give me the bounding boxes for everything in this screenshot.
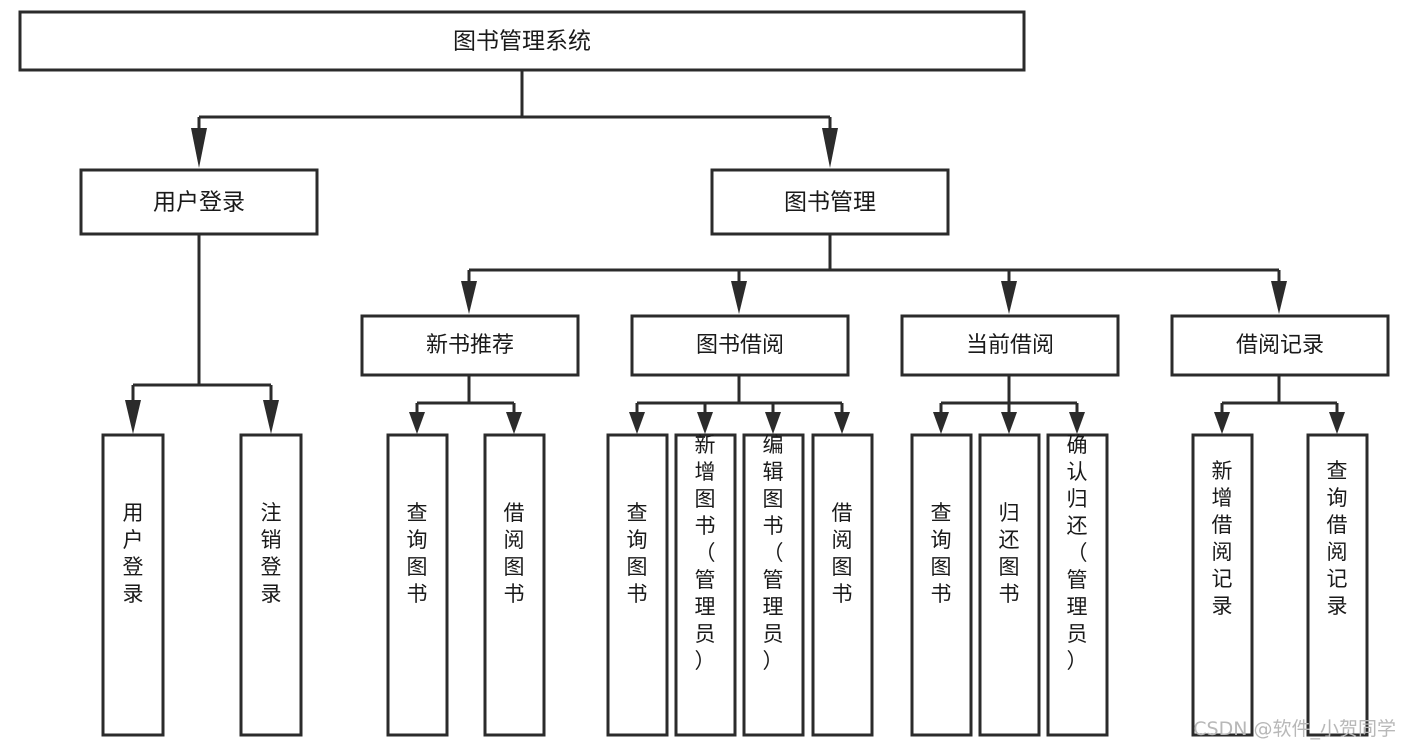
node-leaf-query-borrow-record[interactable]: 查询借阅记录 — [1306, 433, 1369, 737]
node-leaf-query-book-3[interactable]: 查询图书 — [910, 433, 973, 737]
node-new-book-recommend[interactable]: 新书推荐 — [360, 314, 580, 377]
node-leaf-borrow-book-1-label: 借阅图书 — [504, 501, 525, 606]
node-root-system[interactable]: 图书管理系统 — [18, 10, 1026, 72]
node-borrow-record[interactable]: 借阅记录 — [1170, 314, 1390, 377]
node-leaf-borrow-book-2[interactable]: 借阅图书 — [811, 433, 874, 737]
node-current-borrow[interactable]: 当前借阅 — [900, 314, 1120, 377]
node-leaf-return-book-label: 归还图书 — [999, 501, 1020, 606]
node-leaf-query-book-3-label: 查询图书 — [931, 501, 952, 606]
node-book-borrow[interactable]: 图书借阅 — [630, 314, 850, 377]
csdn-watermark: CSDN @软件_小贺同学 — [1193, 718, 1396, 740]
node-leaf-query-book-2[interactable]: 查询图书 — [606, 433, 669, 737]
node-leaf-logout[interactable]: 注销登录 — [239, 433, 303, 737]
node-leaf-query-borrow-record-label: 查询借阅记录 — [1327, 459, 1348, 618]
node-leaf-user-login[interactable]: 用户登录 — [101, 433, 165, 737]
node-leaf-return-book[interactable]: 归还图书 — [978, 433, 1041, 737]
node-new-book-recommend-label: 新书推荐 — [426, 333, 514, 358]
connector-newbook-to-leaves — [409, 375, 522, 434]
node-leaf-query-book-1[interactable]: 查询图书 — [386, 433, 449, 737]
node-leaf-logout-label: 注销登录 — [261, 501, 282, 606]
node-book-management-label: 图书管理 — [784, 190, 876, 216]
node-user-login[interactable]: 用户登录 — [79, 168, 319, 236]
node-leaf-borrow-book-1[interactable]: 借阅图书 — [483, 433, 546, 737]
node-leaf-add-borrow-record-label: 新增借阅记录 — [1212, 459, 1233, 618]
connector-currentborrow-to-leaves — [933, 375, 1085, 434]
node-leaf-confirm-return-label: 确认归还（管理员） — [1067, 433, 1088, 673]
connector-borrowrecord-to-leaves — [1214, 375, 1345, 434]
node-leaf-add-book[interactable]: 新增图书（管理员） — [674, 433, 737, 737]
node-book-management[interactable]: 图书管理 — [710, 168, 950, 236]
node-user-login-label: 用户登录 — [153, 190, 245, 216]
node-current-borrow-label: 当前借阅 — [966, 333, 1054, 358]
node-book-borrow-label: 图书借阅 — [696, 333, 784, 358]
node-leaf-query-book-1-label: 查询图书 — [407, 501, 428, 606]
node-borrow-record-label: 借阅记录 — [1236, 333, 1324, 358]
node-leaf-edit-book[interactable]: 编辑图书（管理员） — [742, 433, 805, 737]
node-leaf-confirm-return[interactable]: 确认归还（管理员） — [1046, 433, 1109, 737]
node-root-label: 图书管理系统 — [453, 29, 591, 55]
node-leaf-user-login-label: 用户登录 — [123, 501, 144, 606]
connector-bookmgmt-to-level3 — [461, 234, 1287, 314]
node-leaf-add-borrow-record[interactable]: 新增借阅记录 — [1191, 433, 1254, 737]
connector-bookborrow-to-leaves — [629, 375, 850, 434]
connector-root-to-level2 — [191, 70, 838, 168]
node-leaf-add-book-label: 新增图书（管理员） — [695, 433, 716, 673]
node-leaf-borrow-book-2-label: 借阅图书 — [832, 501, 853, 606]
node-leaf-query-book-2-label: 查询图书 — [627, 501, 648, 606]
node-leaf-edit-book-label: 编辑图书（管理员） — [763, 433, 784, 673]
connector-userlogin-to-leaves — [125, 234, 279, 434]
